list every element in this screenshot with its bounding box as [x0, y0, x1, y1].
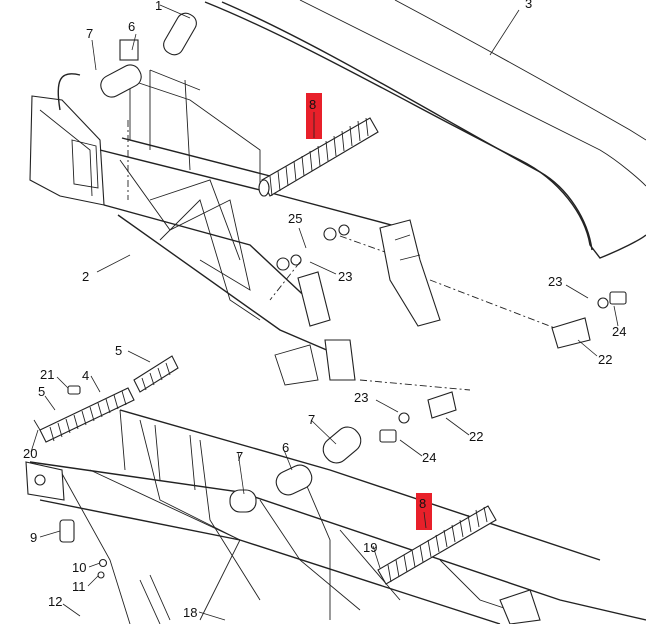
leader-lines — [30, 4, 619, 621]
callout-9: 9 — [30, 530, 37, 545]
lower-boom-frame — [25, 355, 646, 624]
spiral-roller-left — [39, 355, 179, 443]
callout-7-upper: 7 — [86, 26, 93, 41]
top-roller-7 — [100, 64, 142, 98]
callout-25: 25 — [288, 211, 302, 226]
highlight-box-lower — [416, 493, 432, 530]
callout-20: 20 — [23, 446, 37, 461]
spiral-roller-upper — [258, 117, 379, 197]
upper-boom-frame — [29, 0, 646, 391]
callout-7-lower-right: 7 — [308, 412, 315, 427]
callout-5-left: 5 — [38, 384, 45, 399]
callout-24-right: 24 — [612, 324, 626, 339]
callout-12: 12 — [48, 594, 62, 609]
callout-23-upper: 23 — [338, 269, 352, 284]
callout-24-lower: 24 — [422, 450, 436, 465]
callout-19: 19 — [363, 540, 377, 555]
top-roller-6 — [163, 12, 197, 56]
callout-10: 10 — [72, 560, 86, 575]
callout-8-upper: 8 — [309, 97, 316, 112]
lower-roller-6 — [275, 464, 313, 496]
callout-11: 11 — [72, 579, 86, 594]
callout-18: 18 — [183, 605, 197, 620]
callout-22-lower: 22 — [469, 429, 483, 444]
spiral-roller-lower — [377, 505, 497, 585]
callout-4: 4 — [82, 368, 89, 383]
callout-23-lower: 23 — [354, 390, 368, 405]
callout-21: 21 — [40, 367, 54, 382]
callout-8-lower: 8 — [419, 496, 426, 511]
lower-roller-7a — [229, 489, 257, 513]
callout-6-lower: 6 — [282, 440, 289, 455]
callout-6-upper: 6 — [128, 19, 135, 34]
callout-2: 2 — [82, 269, 89, 284]
callout-3: 3 — [525, 0, 532, 11]
callout-5-right: 5 — [115, 343, 122, 358]
callout-7-lower-left: 7 — [236, 449, 243, 464]
lower-roller-7b — [322, 426, 362, 464]
callouts: 3 1 6 7 8 2 25 23 23 24 22 5 21 4 5 20 2… — [23, 0, 626, 620]
boom-cover — [204, 1, 646, 259]
callout-1: 1 — [155, 0, 162, 13]
callout-23-right: 23 — [548, 274, 562, 289]
callout-22-right: 22 — [598, 352, 612, 367]
